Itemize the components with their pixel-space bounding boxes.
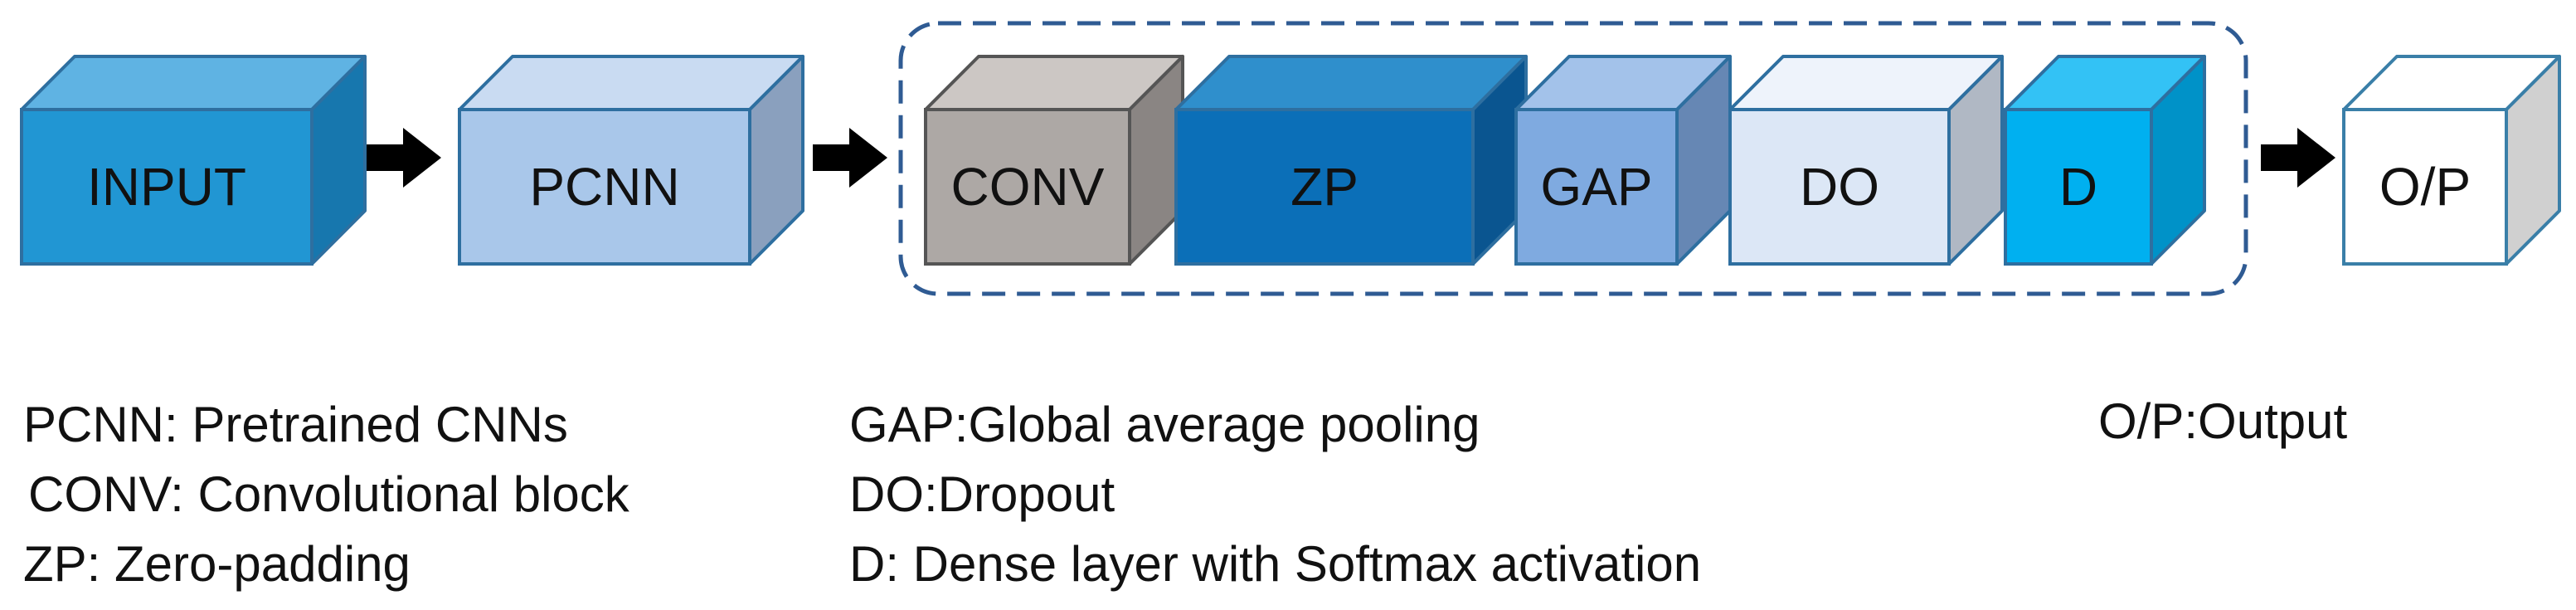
block-do-front-face — [1728, 108, 1951, 266]
block-d-label: D — [2059, 157, 2097, 217]
block-gap-label: GAP — [1540, 157, 1652, 217]
block-conv: CONV — [924, 55, 1184, 266]
block-zp-label: ZP — [1290, 157, 1358, 217]
block-d: D — [2004, 55, 2206, 266]
block-conv-front-face — [924, 108, 1131, 266]
block-pcnn-top-face — [458, 55, 804, 111]
block-input-front-face — [20, 108, 313, 266]
block-d-front-face — [2004, 108, 2153, 266]
arrow-pcnn-to-group — [813, 128, 887, 188]
block-do: DO — [1728, 55, 2004, 266]
block-pcnn: PCNN — [458, 55, 804, 266]
legend-d: D: Dense layer with Softmax activation — [849, 536, 1702, 592]
legend-zp: ZP: Zero-padding — [23, 536, 411, 592]
block-zp: ZP — [1174, 55, 1528, 266]
arrow-group-to-output — [2261, 128, 2335, 188]
block-zp-front-face — [1174, 108, 1475, 266]
block-pcnn-front-face — [458, 108, 751, 266]
block-do-label: DO — [1800, 157, 1879, 217]
block-pcnn-label: PCNN — [529, 157, 679, 217]
legend-op: O/P:Output — [2098, 393, 2348, 449]
dashed-group-frame — [898, 21, 2248, 296]
block-input-label: INPUT — [87, 157, 246, 217]
block-gap-front-face — [1514, 108, 1679, 266]
legend-pcnn: PCNN: Pretrained CNNs — [23, 397, 568, 452]
legend-do: DO:Dropout — [849, 466, 1115, 522]
block-input: INPUT — [20, 55, 367, 266]
block-zp-top-face — [1174, 55, 1528, 111]
legend-conv: CONV: Convolutional block — [28, 466, 629, 522]
block-conv-label: CONV — [951, 157, 1105, 217]
block-op-label: O/P — [2379, 157, 2471, 217]
legend-gap: GAP:Global average pooling — [849, 397, 1480, 452]
block-gap: GAP — [1514, 55, 1732, 266]
block-input-top-face — [20, 55, 367, 111]
block-op-front-face — [2342, 108, 2508, 266]
block-op: O/P — [2342, 55, 2561, 266]
arrow-input-to-pcnn — [367, 128, 441, 188]
